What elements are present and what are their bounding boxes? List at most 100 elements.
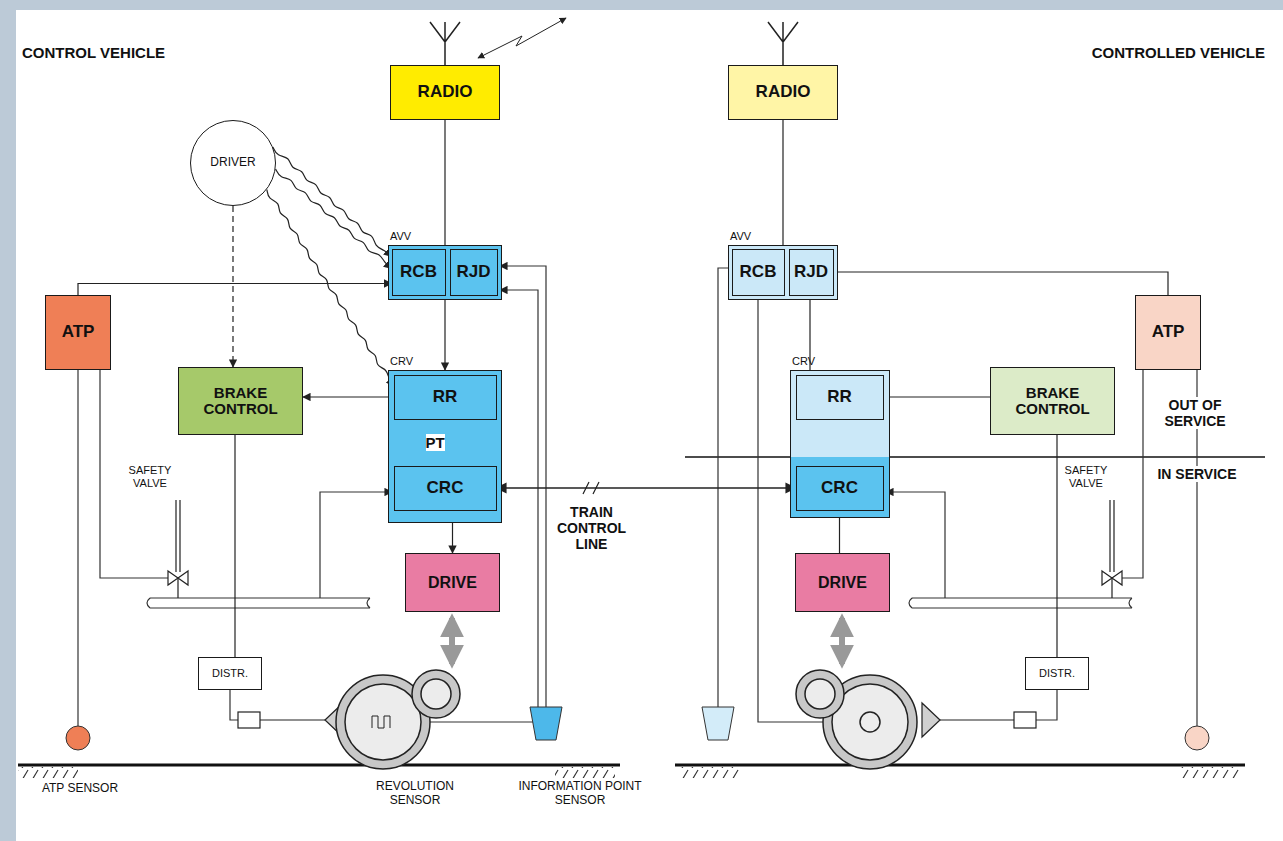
status-label: OUT OF SERVICE <box>1152 397 1238 429</box>
box-label: RJD <box>794 263 828 282</box>
box-label: ATP <box>62 323 95 342</box>
status-label: IN SERVICE <box>1150 466 1244 482</box>
function-box: CRC <box>394 466 497 511</box>
service-divider <box>685 457 1265 458</box>
brake-cylinder <box>922 703 940 737</box>
traction-motor <box>805 679 835 709</box>
atp-sensor <box>66 726 90 750</box>
wires <box>383 290 538 722</box>
ground-hatch <box>1180 767 1240 778</box>
signal-line <box>497 487 796 489</box>
unit-group: CRVRRCRC <box>388 370 502 523</box>
signal-line <box>782 120 783 245</box>
radio-box: RADIO <box>390 65 500 120</box>
signal-line <box>444 300 445 370</box>
service-divider <box>685 456 1265 458</box>
safety-valve <box>168 500 1122 598</box>
wires <box>320 492 392 598</box>
box-label: RR <box>433 388 458 407</box>
information-point-sensor <box>530 707 562 740</box>
function-box: RR <box>394 375 497 420</box>
traction-motor <box>796 670 844 718</box>
actor-circle: DRIVER <box>190 120 276 206</box>
wheel <box>336 675 917 769</box>
brake-cylinder <box>940 719 1014 720</box>
wires <box>230 690 238 720</box>
unit-heading: AVV <box>730 230 751 242</box>
box-label: RR <box>827 388 852 407</box>
atp-sensor <box>66 726 1209 750</box>
box-label: DRIVER <box>210 156 255 169</box>
unit-heading: CRV <box>390 355 413 367</box>
sensor-label: REVOLUTION SENSOR <box>365 780 465 808</box>
box-label: DISTR. <box>1039 667 1075 679</box>
connector-label: TRAIN CONTROL LINE <box>552 504 632 552</box>
drive-shaft-arrow <box>449 618 455 664</box>
driver-action <box>273 147 392 257</box>
distributor-box: DISTR. <box>1025 657 1089 690</box>
wires <box>77 370 78 726</box>
sensor-label: ATP SENSOR <box>38 782 122 796</box>
function-box: RCB <box>392 249 446 296</box>
box-label: RADIO <box>756 83 811 102</box>
radio-box: RADIO <box>728 65 838 120</box>
traction-motor <box>412 670 844 718</box>
brake-pipe <box>147 598 1132 608</box>
signal-line <box>884 396 991 397</box>
information-point-sensor <box>702 707 734 740</box>
brake-control-box: BRAKE CONTROL <box>178 367 303 435</box>
box-label: CRC <box>427 479 464 498</box>
component-label: SAFETY VALVE <box>1062 464 1110 489</box>
function-box: RR <box>796 375 884 420</box>
wires <box>1122 370 1143 578</box>
atp-sensor <box>1185 726 1209 750</box>
box-label: RADIO <box>418 83 473 102</box>
manual-brake-link <box>232 206 233 367</box>
vehicle-title: CONTROLLED VEHICLE <box>1015 44 1265 61</box>
box-label: BRAKE CONTROL <box>191 385 291 418</box>
sensor-label: INFORMATION POINT SENSOR <box>510 780 650 808</box>
ground <box>18 765 1245 766</box>
driver-action <box>267 189 394 386</box>
antenna <box>430 22 460 65</box>
signal-line <box>234 435 235 657</box>
atp-box: ATP <box>1135 295 1201 370</box>
brake-cylinder <box>260 719 325 720</box>
brake-control-box: BRAKE CONTROL <box>990 367 1115 435</box>
traction-motor <box>412 670 460 718</box>
drive-box: DRIVE <box>405 553 500 612</box>
ground-hatch <box>555 767 615 778</box>
box-label: ATP <box>1152 323 1185 342</box>
wires <box>1036 690 1057 720</box>
brake-pipe <box>909 598 1132 608</box>
driver-action <box>276 169 392 269</box>
box-label: RCB <box>740 263 777 282</box>
drive-box: DRIVE <box>795 553 890 612</box>
signal-line <box>834 272 1169 295</box>
signal-line <box>1056 435 1057 657</box>
signal-line <box>444 120 445 245</box>
panel <box>16 10 1283 841</box>
atp-box: ATP <box>45 295 111 370</box>
drive-shaft-arrow <box>839 618 845 664</box>
signal-line <box>78 284 392 296</box>
brake-cylinder <box>238 712 260 728</box>
safety-valve <box>176 500 180 598</box>
traction-motor <box>421 679 451 709</box>
box-label: BRAKE CONTROL <box>1003 385 1103 418</box>
wheel <box>372 716 390 728</box>
box-label: DRIVE <box>428 574 477 592</box>
function-box: RJD <box>450 249 498 296</box>
antenna <box>430 22 798 65</box>
unit-heading: AVV <box>390 230 411 242</box>
ground-hatch <box>18 767 78 778</box>
wheel <box>860 712 880 732</box>
function-box: RJD <box>789 249 834 296</box>
box-label: RCB <box>400 263 437 282</box>
information-point-sensor <box>530 707 734 740</box>
antenna <box>768 22 798 65</box>
unit-group: AVVRCBRJD <box>728 245 838 300</box>
function-box: RCB <box>732 249 785 296</box>
safety-valve <box>1110 500 1114 598</box>
